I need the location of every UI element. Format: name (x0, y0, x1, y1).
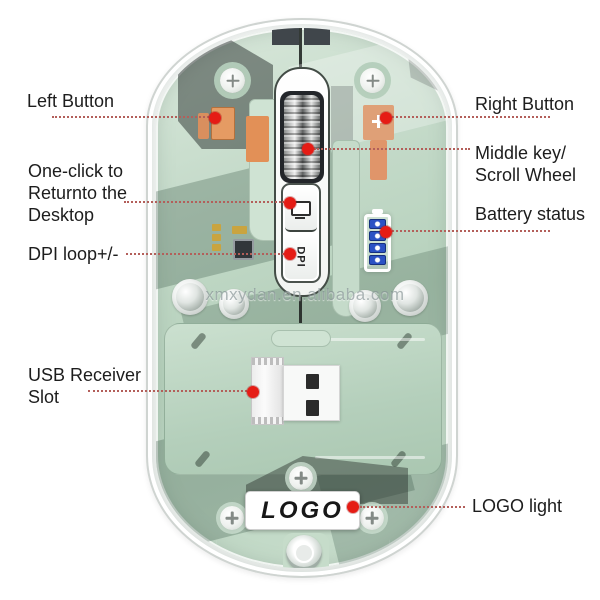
roller-wheel (349, 290, 381, 322)
marker-dot-left-button (209, 112, 221, 124)
leader-line-usb-receiver-slot (88, 390, 247, 392)
button-split-line (299, 28, 302, 68)
left-button-switch (198, 113, 209, 139)
sensor-lens (286, 535, 322, 568)
battery-led (369, 219, 386, 229)
usb-contact-pad (306, 400, 319, 416)
marker-dot-right-button (380, 112, 392, 124)
usb-contact-pad (306, 374, 319, 389)
right-button-lever (332, 140, 360, 317)
label-left-button: Left Button (27, 91, 115, 111)
desktop-return-key (285, 187, 317, 232)
marker-dot-one-click-desktop (284, 197, 296, 209)
leader-line-right-button (392, 116, 550, 118)
panel-slot (194, 449, 211, 469)
battery-indicator (364, 209, 391, 272)
label-battery-status: Battery status (475, 204, 586, 224)
pcb-component (212, 224, 221, 231)
label-one-click-desktop: One-click to Returnto the Desktop (28, 161, 128, 225)
label-dpi-loop: DPI loop+/- (28, 244, 119, 264)
screw-icon (220, 506, 244, 530)
label-middle-key-scroll-wheel: Middle key/ Scroll Wheel (475, 143, 577, 185)
battery-led (369, 255, 386, 265)
scroll-wheel (284, 95, 320, 179)
pcb-component (232, 226, 247, 234)
panel-slot (396, 331, 413, 351)
screw-icon (360, 68, 385, 93)
leader-line-middle-key-scroll-wheel (314, 148, 470, 150)
leader-line-one-click-desktop (124, 201, 284, 203)
panel-groove (305, 338, 425, 341)
switch-cross-icon (377, 115, 380, 128)
usb-receiver (283, 365, 340, 421)
mouse-body: DPI (146, 18, 458, 578)
wire-line (299, 297, 302, 341)
marker-dot-battery-status (380, 226, 392, 238)
right-button-switch (370, 140, 387, 180)
pcb-component (212, 234, 221, 241)
label-logo-light: LOGO light (472, 496, 563, 516)
leader-line-logo-light (360, 506, 465, 508)
left-button-switch (246, 116, 269, 162)
panel-groove (315, 456, 425, 459)
leader-line-dpi-loop (126, 253, 284, 255)
pcb-component (272, 28, 299, 45)
panel-slot (390, 449, 407, 469)
roller-wheel (172, 279, 208, 315)
marker-dot-middle-key-scroll-wheel (302, 143, 314, 155)
leader-line-battery-status (392, 230, 550, 232)
marker-dot-dpi-loop (284, 248, 296, 260)
logo-plate: LOGO (245, 491, 360, 530)
ic-chip (233, 239, 254, 260)
mouse-internals: DPI (156, 28, 448, 568)
pcb-component (304, 28, 330, 45)
logo-text: LOGO (261, 496, 344, 524)
pcb-component (212, 244, 221, 251)
roller-wheel (219, 289, 249, 319)
panel-slot (190, 331, 207, 351)
label-usb-receiver-slot: USB Receiver Slot (28, 365, 142, 407)
wheel-key-housing: DPI (274, 67, 330, 297)
label-right-button: Right Button (475, 94, 575, 114)
pcb-dark-area (331, 86, 353, 150)
marker-dot-logo-light (347, 501, 359, 513)
roller-wheel (392, 280, 428, 316)
dpi-key-label: DPI (295, 245, 307, 268)
watermark: xmxydan.en.alibaba.com (205, 285, 405, 304)
leader-line-left-button (52, 116, 209, 118)
panel-notch (271, 330, 331, 347)
screw-icon (360, 506, 384, 530)
screw-icon (220, 68, 245, 93)
screw-icon (289, 466, 313, 490)
battery-led (369, 243, 386, 253)
marker-dot-usb-receiver-slot (247, 386, 259, 398)
